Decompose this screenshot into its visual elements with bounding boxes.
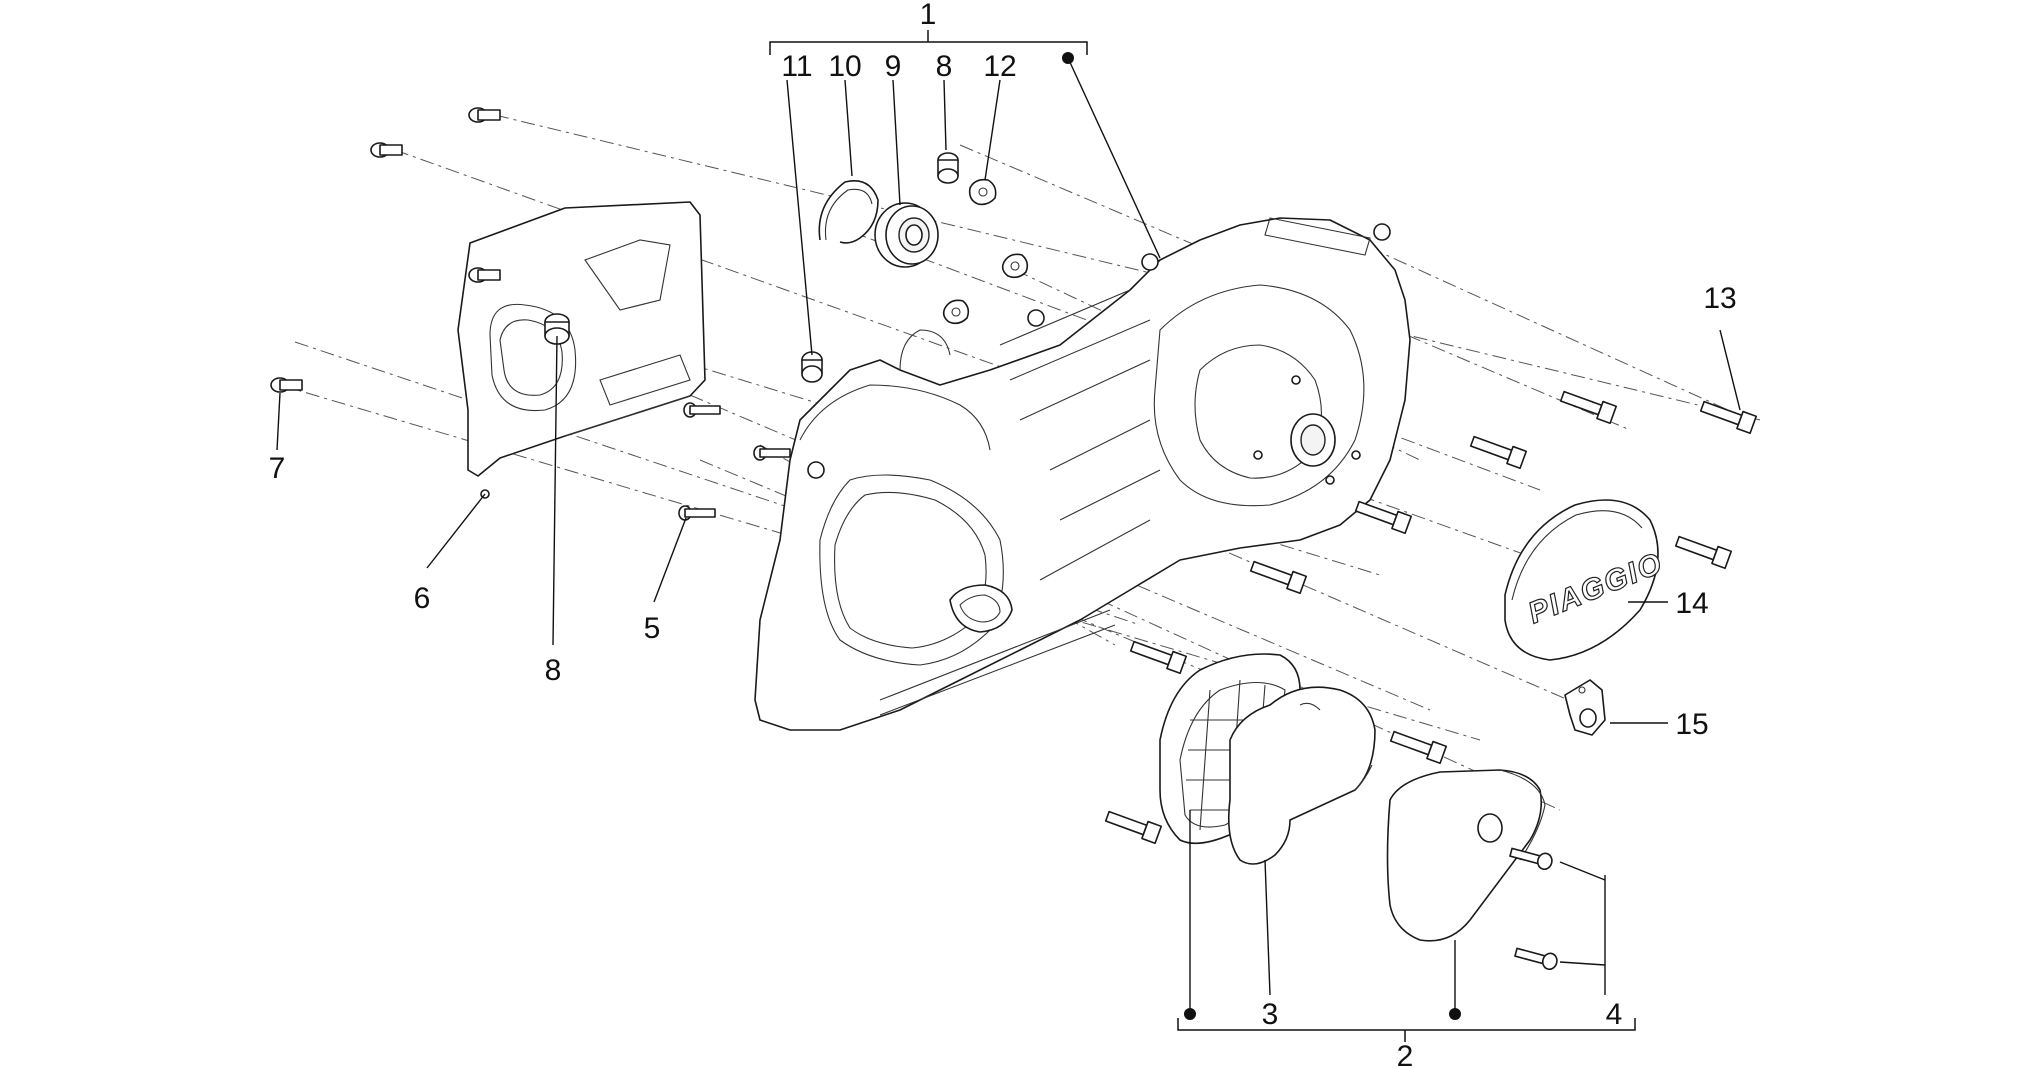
- callout-12: 12: [983, 50, 1016, 83]
- callout-labels: 1 11 10 9 8 12 13 7 6 5 8 14 15 3 4 2: [269, 0, 1737, 1069]
- callout-11: 11: [781, 50, 812, 83]
- bearing-9: [874, 202, 939, 268]
- group-bracket-2: [1177, 1008, 1636, 1042]
- callout-4: 4: [1606, 998, 1623, 1031]
- washer-12b: [1001, 253, 1029, 279]
- screws-left: [270, 107, 501, 393]
- group-bracket-1: [769, 30, 1088, 64]
- callout-9: 9: [885, 50, 902, 83]
- callout-8-lower: 8: [545, 654, 562, 687]
- filter-element-3: [1227, 686, 1376, 865]
- leader-lines: [276, 57, 1741, 1014]
- callout-7: 7: [269, 452, 286, 485]
- screws-5: [678, 402, 791, 521]
- callout-3: 3: [1262, 998, 1279, 1031]
- bullet-dot: [1449, 1008, 1461, 1020]
- callout-14: 14: [1675, 587, 1708, 620]
- crankcase-cover-main: [754, 217, 1411, 731]
- washer-12c: [942, 299, 970, 325]
- washer-12: [968, 178, 997, 206]
- callout-10: 10: [828, 50, 861, 83]
- circlip-10: [818, 180, 879, 244]
- callout-8-top: 8: [936, 50, 953, 83]
- bush-11: [801, 351, 823, 383]
- bracket-15: [1564, 679, 1606, 736]
- callout-13: 13: [1703, 282, 1736, 315]
- bush-8-top: [937, 152, 959, 184]
- inner-cover-plate: [457, 201, 706, 499]
- callout-15: 15: [1675, 708, 1708, 741]
- bullet-dot: [1184, 1008, 1196, 1020]
- logo-cap-14: PIAGGIO: [1504, 499, 1669, 661]
- callout-5: 5: [644, 612, 661, 645]
- bolts-13: [1104, 390, 1758, 845]
- callout-6: 6: [414, 582, 431, 615]
- bullet-dot: [1062, 52, 1074, 64]
- callout-1: 1: [920, 0, 937, 31]
- outer-cover-2: [1386, 769, 1546, 942]
- callout-2: 2: [1397, 1040, 1414, 1069]
- screws-4: [1509, 847, 1558, 971]
